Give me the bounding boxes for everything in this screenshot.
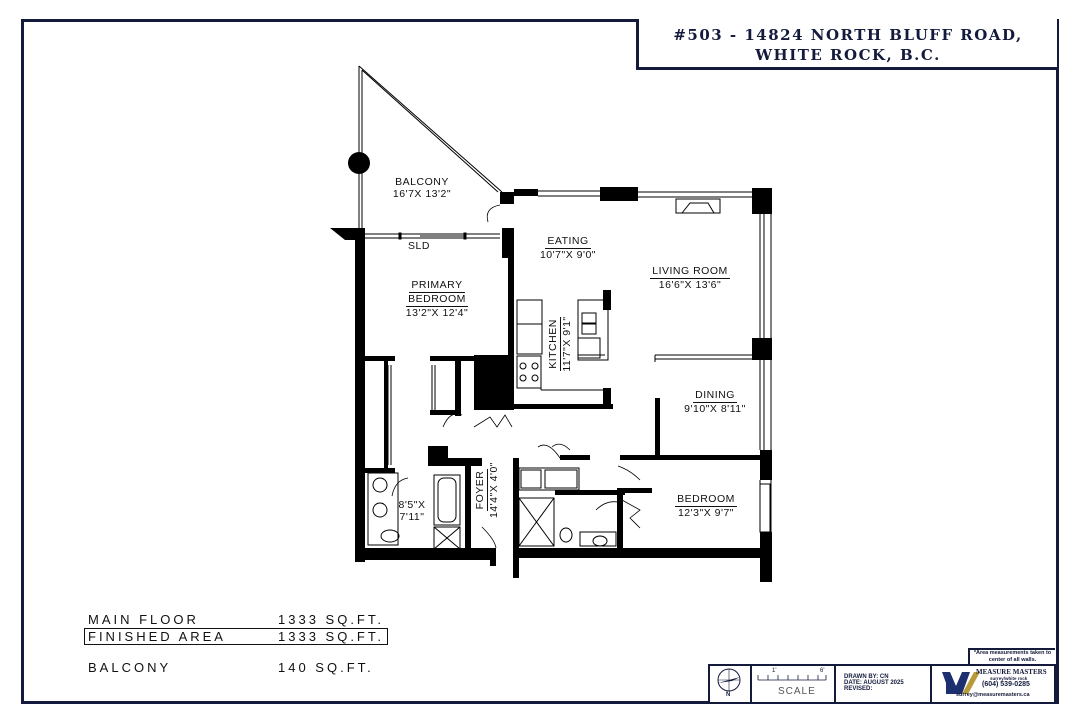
- room-label-foyer: FOYER 14'4"X 4'0": [474, 461, 500, 519]
- company-cell: MEASURE MASTERS surrey/white rock (604) …: [932, 666, 1054, 702]
- room-label-eating: EATING 10'7"X 9'0": [539, 235, 597, 261]
- address-line-2: WHITE ROCK, B.C.: [755, 46, 941, 64]
- compass-cell: N: [710, 666, 752, 702]
- closet-doors: [387, 365, 436, 465]
- kitchen-cabinets: [516, 299, 610, 391]
- door-swings: [391, 204, 641, 549]
- drawing-frame: [21, 19, 1059, 704]
- bedroom-window: [759, 483, 771, 533]
- room-label-bedroom: BEDROOM 12'3"X 9'7": [675, 493, 737, 519]
- company-email[interactable]: surrey@measuremasters.ca: [956, 692, 1030, 698]
- room-label-kitchen: KITCHEN 11'7"X 9'1": [547, 316, 573, 372]
- company-sub: surrey/white rock: [990, 676, 1028, 681]
- room-label-living-room: LIVING ROOM 16'6"X 13'6": [650, 265, 730, 291]
- balcony-outline: [358, 65, 503, 232]
- fireplace: [675, 198, 721, 214]
- drawn-by: DRAWN BY: CN: [844, 674, 889, 680]
- ensuite-fixtures: [367, 472, 461, 550]
- sliding-door-label: SLD: [408, 240, 430, 252]
- sliding-door: [365, 232, 500, 240]
- room-label-dining: DINING 9'10"X 8'11": [684, 389, 746, 415]
- address-line-1: #503 - 14824 NORTH BLUFF ROAD,: [673, 26, 1023, 44]
- north-arrow-icon: [717, 668, 741, 692]
- balcony-post: [348, 152, 370, 174]
- company-name: MEASURE MASTERS: [976, 668, 1047, 676]
- walls: [330, 187, 772, 582]
- drawn-by-cell: DRAWN BY: CN DATE: AUGUST 2025 REVISED:: [836, 666, 932, 702]
- address-title-block: #503 - 14824 NORTH BLUFF ROAD, WHITE ROC…: [636, 19, 1057, 70]
- room-label-primary-bedroom: PRIMARY BEDROOM 13'2"X 12'4": [405, 279, 469, 319]
- footer-title-block: N 1' 6' SCALE DRAWN BY: CN DATE: AUGUST …: [708, 664, 1056, 702]
- scale-cell: 1' 6' SCALE: [752, 666, 836, 702]
- drawn-date: DATE: AUGUST 2025: [844, 680, 904, 686]
- scale-label: SCALE: [778, 686, 816, 697]
- scale-bar-icon: [757, 675, 827, 681]
- company-phone: (604) 539-0285: [982, 681, 1030, 688]
- room-label-ensuite: 8'5"X 7'11": [398, 499, 426, 523]
- bath2-fixtures: [518, 467, 617, 547]
- company-logo-icon: [942, 672, 980, 694]
- revised: REVISED:: [844, 686, 873, 692]
- partial-wall: [654, 354, 752, 362]
- room-label-balcony: BALCONY 16'7X 13'2": [392, 176, 452, 200]
